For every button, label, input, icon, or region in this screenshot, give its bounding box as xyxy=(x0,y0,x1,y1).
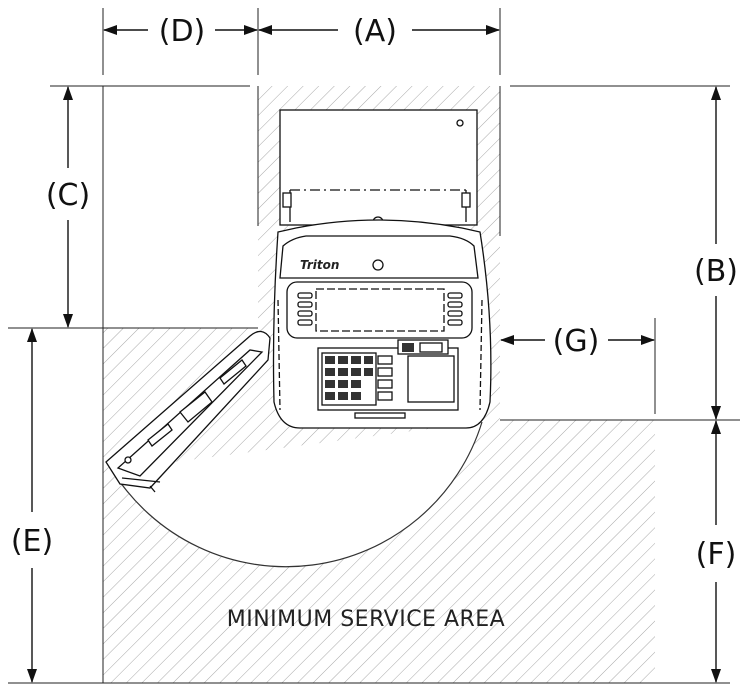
dimension-label-a: (A) xyxy=(353,14,397,49)
dimension-label-c: (C) xyxy=(46,178,90,213)
dimension-label-d: (D) xyxy=(159,14,206,49)
atm-keypad-keys xyxy=(325,356,373,400)
minimum-service-area-label: MINIMUM SERVICE AREA xyxy=(227,607,506,632)
dimension-label-b: (B) xyxy=(694,254,738,289)
atm-side-buttons xyxy=(297,292,463,326)
atm-function-keys xyxy=(377,355,393,401)
atm-rear-cabinet xyxy=(279,109,478,226)
atm-open-door xyxy=(105,330,271,493)
door-swing-arc xyxy=(111,421,483,568)
extension-lines xyxy=(8,8,740,684)
atm-top-view: Triton xyxy=(272,109,492,429)
dimension-label-f: (F) xyxy=(696,537,737,572)
atm-receipt-printer xyxy=(407,355,455,403)
dimension-label-e: (E) xyxy=(11,524,53,559)
dimension-arrows xyxy=(27,25,721,683)
dimension-label-g: (G) xyxy=(553,324,600,359)
atm-brand-label: Triton xyxy=(300,258,339,272)
